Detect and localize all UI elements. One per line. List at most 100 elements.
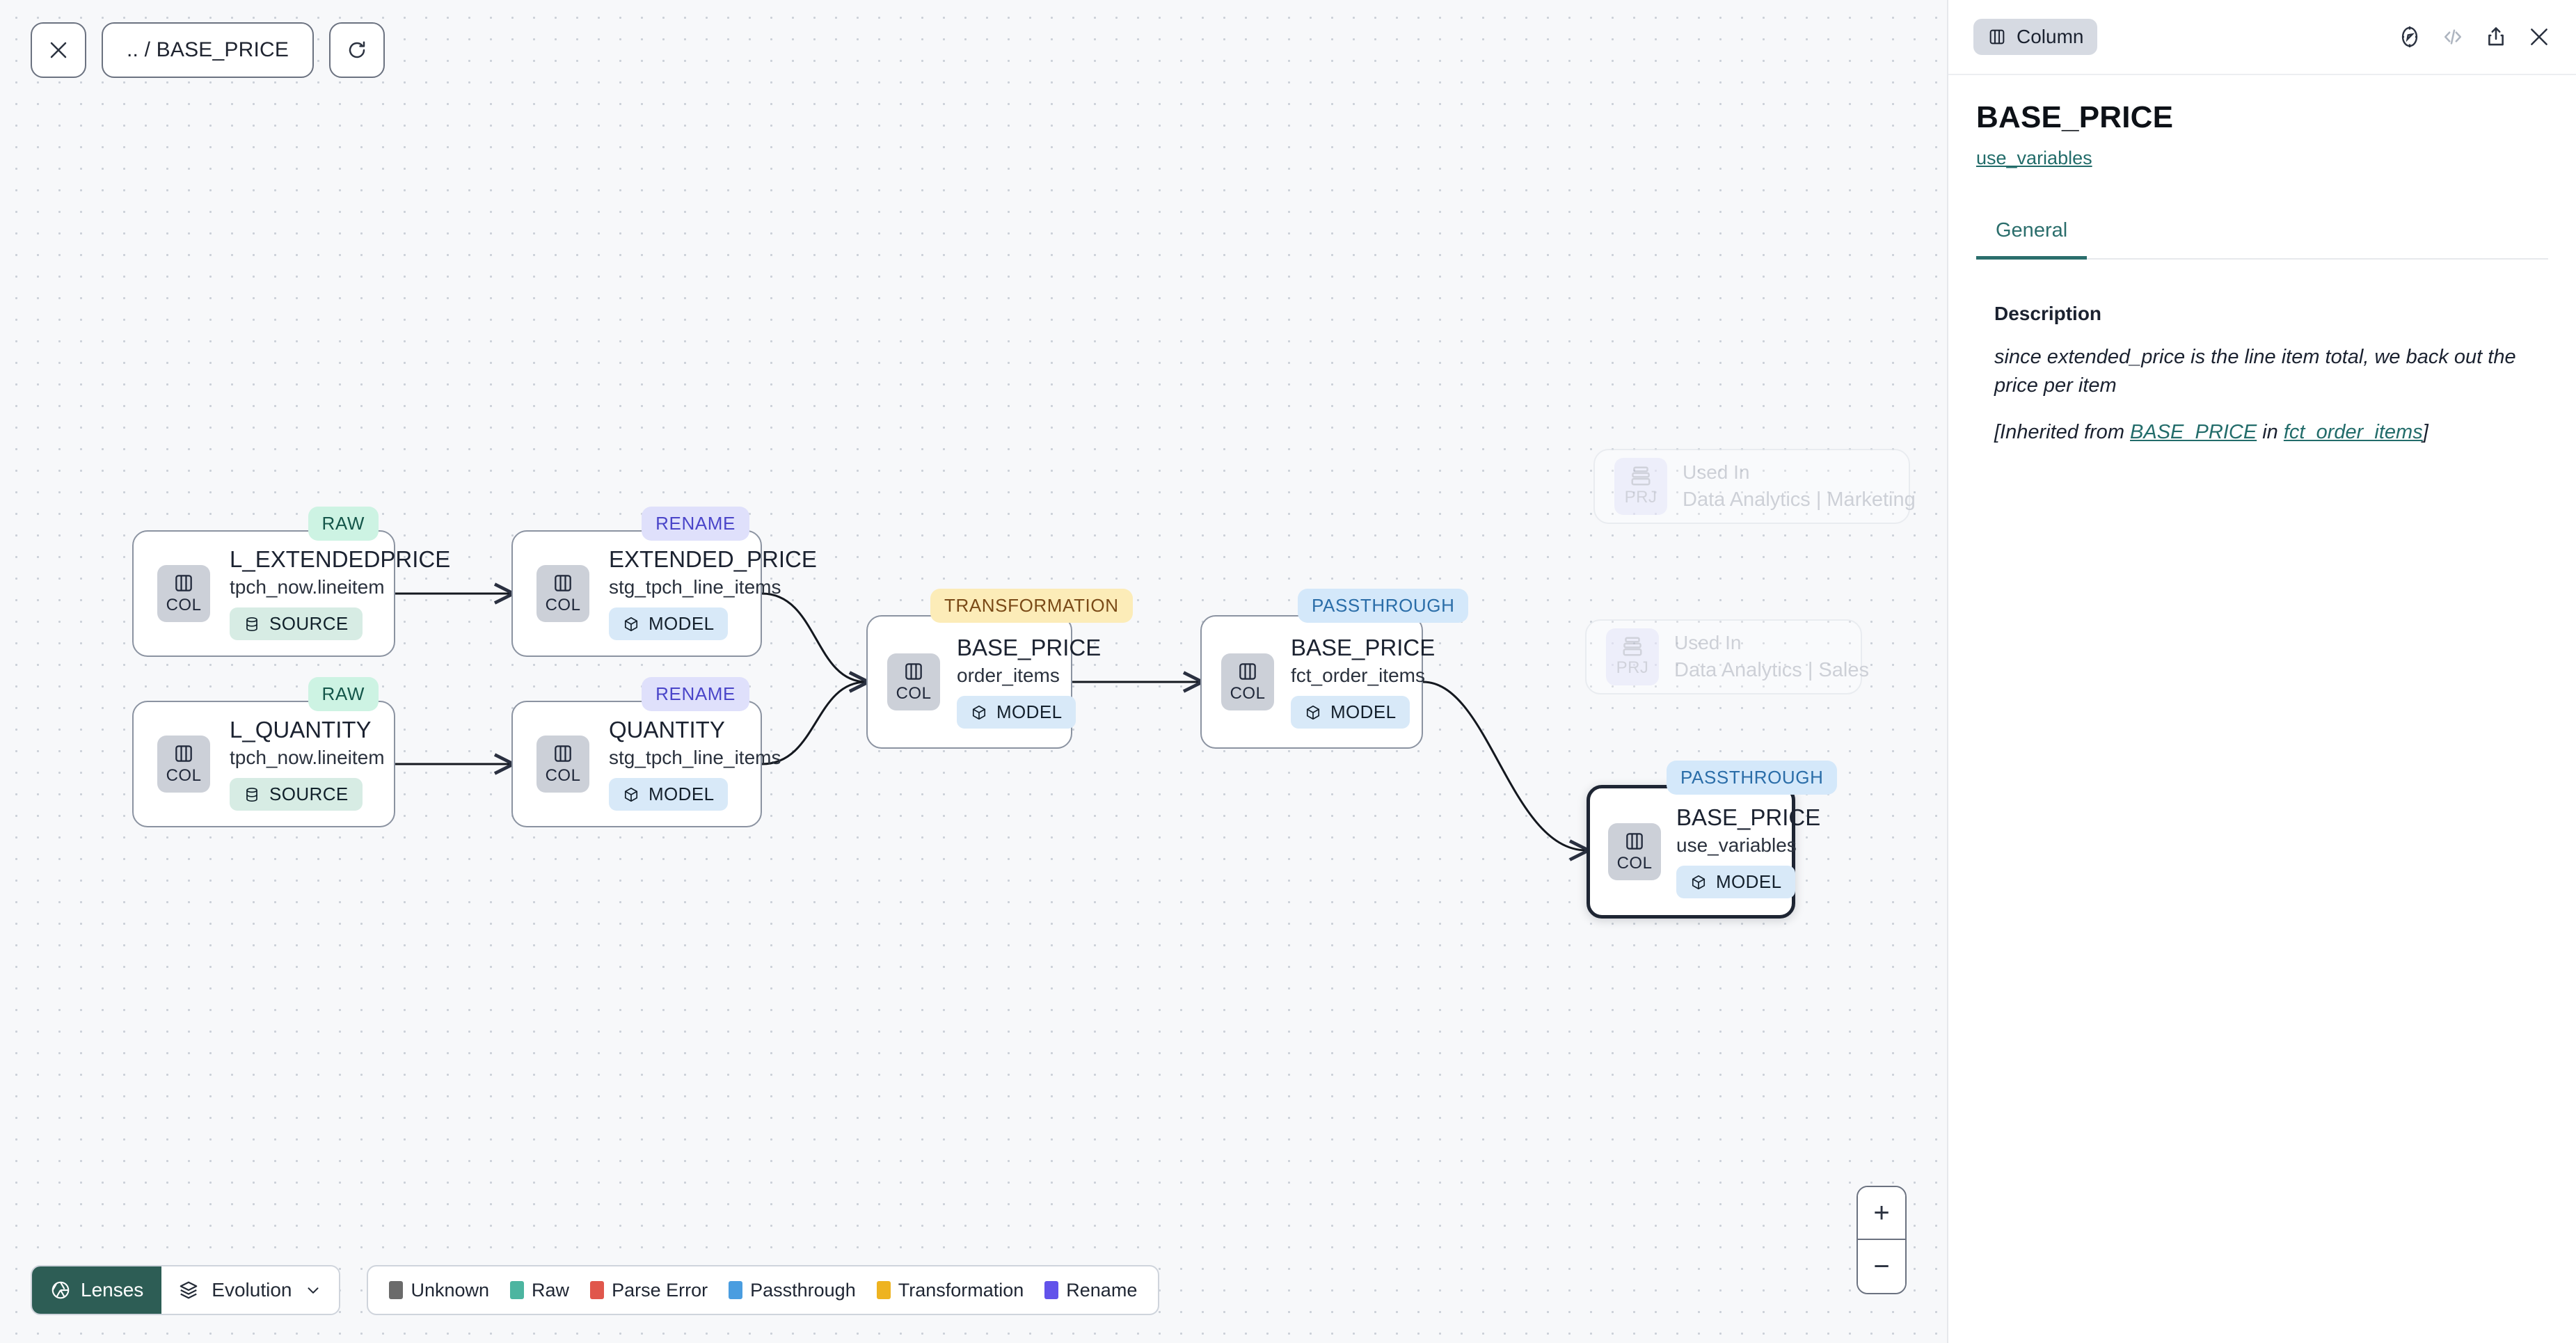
close-icon: [50, 42, 67, 58]
column-icon-box: COL: [157, 565, 210, 622]
project-icon-box: PRJ: [1614, 458, 1667, 515]
inherited-column-link[interactable]: BASE_PRICE: [2130, 421, 2257, 444]
legend: Unknown Raw Parse Error Passthrough Tran…: [367, 1265, 1160, 1315]
inherited-model-link[interactable]: fct_order_items: [2283, 421, 2423, 444]
breadcrumb-button[interactable]: .. / BASE_PRICE: [102, 22, 315, 78]
graph-node-base-price-fct-order-items[interactable]: PASSTHROUGH COL BASE_PRICE fct_order_ite…: [1200, 589, 1469, 749]
graph-node-quantity[interactable]: RENAME COL QUANTITY stg_tpch_line_items: [511, 677, 781, 827]
node-pill-source: SOURCE: [230, 778, 363, 811]
column-icon-box: COL: [1608, 823, 1661, 880]
used-in-title: Data Analytics | Marketing: [1683, 488, 1916, 511]
column-icon: [555, 575, 571, 591]
column-icon-label: COL: [1230, 684, 1266, 703]
lenses-button[interactable]: Lenses: [32, 1266, 162, 1314]
inherited-suffix: ]: [2422, 421, 2428, 444]
lenses-group: Lenses Evolution: [31, 1265, 341, 1315]
cube-icon: [1306, 705, 1320, 720]
close-panel-button[interactable]: [2527, 25, 2551, 49]
node-title: L_QUANTITY: [230, 716, 372, 742]
node-title: EXTENDED_PRICE: [609, 546, 817, 572]
column-icon-box: COL: [536, 565, 589, 622]
node-subtitle: stg_tpch_line_items: [609, 575, 781, 598]
node-subtitle: tpch_now.lineitem: [230, 575, 385, 598]
cube-icon: [972, 705, 986, 720]
node-pill-model: MODEL: [609, 778, 729, 811]
column-icon: [555, 745, 571, 762]
column-icon: [905, 663, 922, 680]
share-button[interactable]: [2484, 25, 2508, 49]
node-badge-passthrough: PASSTHROUGH: [1298, 589, 1469, 623]
explore-button[interactable]: [2398, 25, 2422, 49]
column-icon: [175, 745, 192, 762]
zoom-out-button[interactable]: −: [1858, 1240, 1905, 1293]
tab-general[interactable]: General: [1976, 219, 2088, 260]
column-icon-box: COL: [536, 736, 589, 793]
parent-model-link[interactable]: use_variables: [1976, 148, 2092, 168]
lineage-canvas[interactable]: .. / BASE_PRICE: [0, 0, 1947, 1343]
legend-item-raw: Raw: [510, 1280, 569, 1301]
project-icon: [1631, 466, 1651, 486]
column-icon-box: COL: [157, 736, 210, 793]
node-pill-label: MODEL: [649, 784, 715, 805]
column-icon-label: COL: [166, 596, 202, 614]
zoom-in-button[interactable]: +: [1858, 1187, 1905, 1240]
details-panel: Column: [1947, 0, 2576, 1343]
node-badge-raw: RAW: [308, 507, 379, 541]
view-code-button[interactable]: [2441, 25, 2465, 49]
refresh-button[interactable]: [329, 22, 385, 78]
project-icon: [1623, 637, 1642, 656]
zoom-controls: + −: [1857, 1186, 1907, 1294]
cube-icon: [624, 617, 638, 631]
legend-item-rename: Rename: [1044, 1280, 1137, 1301]
canvas-bottom-bar: Lenses Evolution Unknown: [31, 1265, 1160, 1315]
graph-node-base-price-use-variables[interactable]: PASSTHROUGH COL BASE_PRICE use_variables: [1587, 761, 1838, 919]
used-in-node-sales[interactable]: PRJ Used In Data Analytics | Sales: [1585, 619, 1869, 694]
node-pill-model: MODEL: [957, 696, 1076, 729]
column-icon-label: COL: [1616, 854, 1653, 873]
graph-node-l-extendedprice[interactable]: RAW COL L_EXTENDEDPRICE tpch_now.lineite…: [132, 507, 450, 657]
column-icon-box: COL: [1221, 653, 1274, 710]
node-pill-label: SOURCE: [269, 613, 349, 635]
legend-label: Passthrough: [750, 1279, 856, 1301]
evolution-dropdown[interactable]: Evolution: [161, 1266, 340, 1314]
legend-label: Rename: [1066, 1279, 1138, 1301]
project-icon-label: PRJ: [1616, 658, 1649, 677]
inherited-mid: in: [2257, 421, 2284, 444]
node-pill-label: MODEL: [649, 613, 715, 635]
column-icon: [1626, 833, 1643, 850]
column-icon-label: COL: [896, 684, 932, 703]
panel-header-actions: [2398, 25, 2551, 49]
used-in-node-marketing[interactable]: PRJ Used In Data Analytics | Marketing: [1593, 449, 1916, 524]
close-lineage-button[interactable]: [31, 22, 86, 78]
node-title: BASE_PRICE: [1676, 804, 1821, 830]
project-icon-label: PRJ: [1624, 488, 1657, 507]
node-pill-model: MODEL: [1676, 866, 1796, 899]
node-pill-label: MODEL: [1716, 871, 1782, 893]
node-pill-source: SOURCE: [230, 607, 363, 641]
legend-swatch: [389, 1281, 404, 1299]
legend-item-unknown: Unknown: [389, 1280, 489, 1301]
database-icon: [246, 787, 257, 802]
cube-icon: [1692, 875, 1706, 889]
node-subtitle: order_items: [957, 664, 1060, 686]
layers-icon: [180, 1281, 198, 1299]
node-badge-transformation: TRANSFORMATION: [930, 589, 1133, 623]
graph-node-base-price-order-items[interactable]: TRANSFORMATION COL BASE_PRICE order_item…: [866, 589, 1133, 749]
node-subtitle: tpch_now.lineitem: [230, 746, 385, 768]
refresh-icon: [349, 41, 365, 58]
node-subtitle: fct_order_items: [1291, 664, 1425, 686]
close-icon: [2531, 29, 2547, 45]
description-heading: Description: [1994, 303, 2102, 324]
column-icon: [1239, 663, 1256, 680]
node-pill-label: SOURCE: [269, 784, 349, 805]
graph-node-extended-price[interactable]: RENAME COL EXTENDED_PRICE stg_tpch_line_…: [511, 507, 817, 657]
column-icon-box: COL: [887, 653, 940, 710]
node-title: QUANTITY: [609, 716, 725, 742]
legend-swatch: [729, 1281, 743, 1299]
aperture-icon: [51, 1281, 70, 1299]
used-in-caption: Used In: [1683, 461, 1750, 484]
entity-type-chip[interactable]: Column: [1973, 19, 2098, 55]
legend-swatch: [590, 1281, 605, 1299]
graph-node-l-quantity[interactable]: RAW COL L_QUANTITY tpch_now.lineitem: [132, 677, 395, 827]
